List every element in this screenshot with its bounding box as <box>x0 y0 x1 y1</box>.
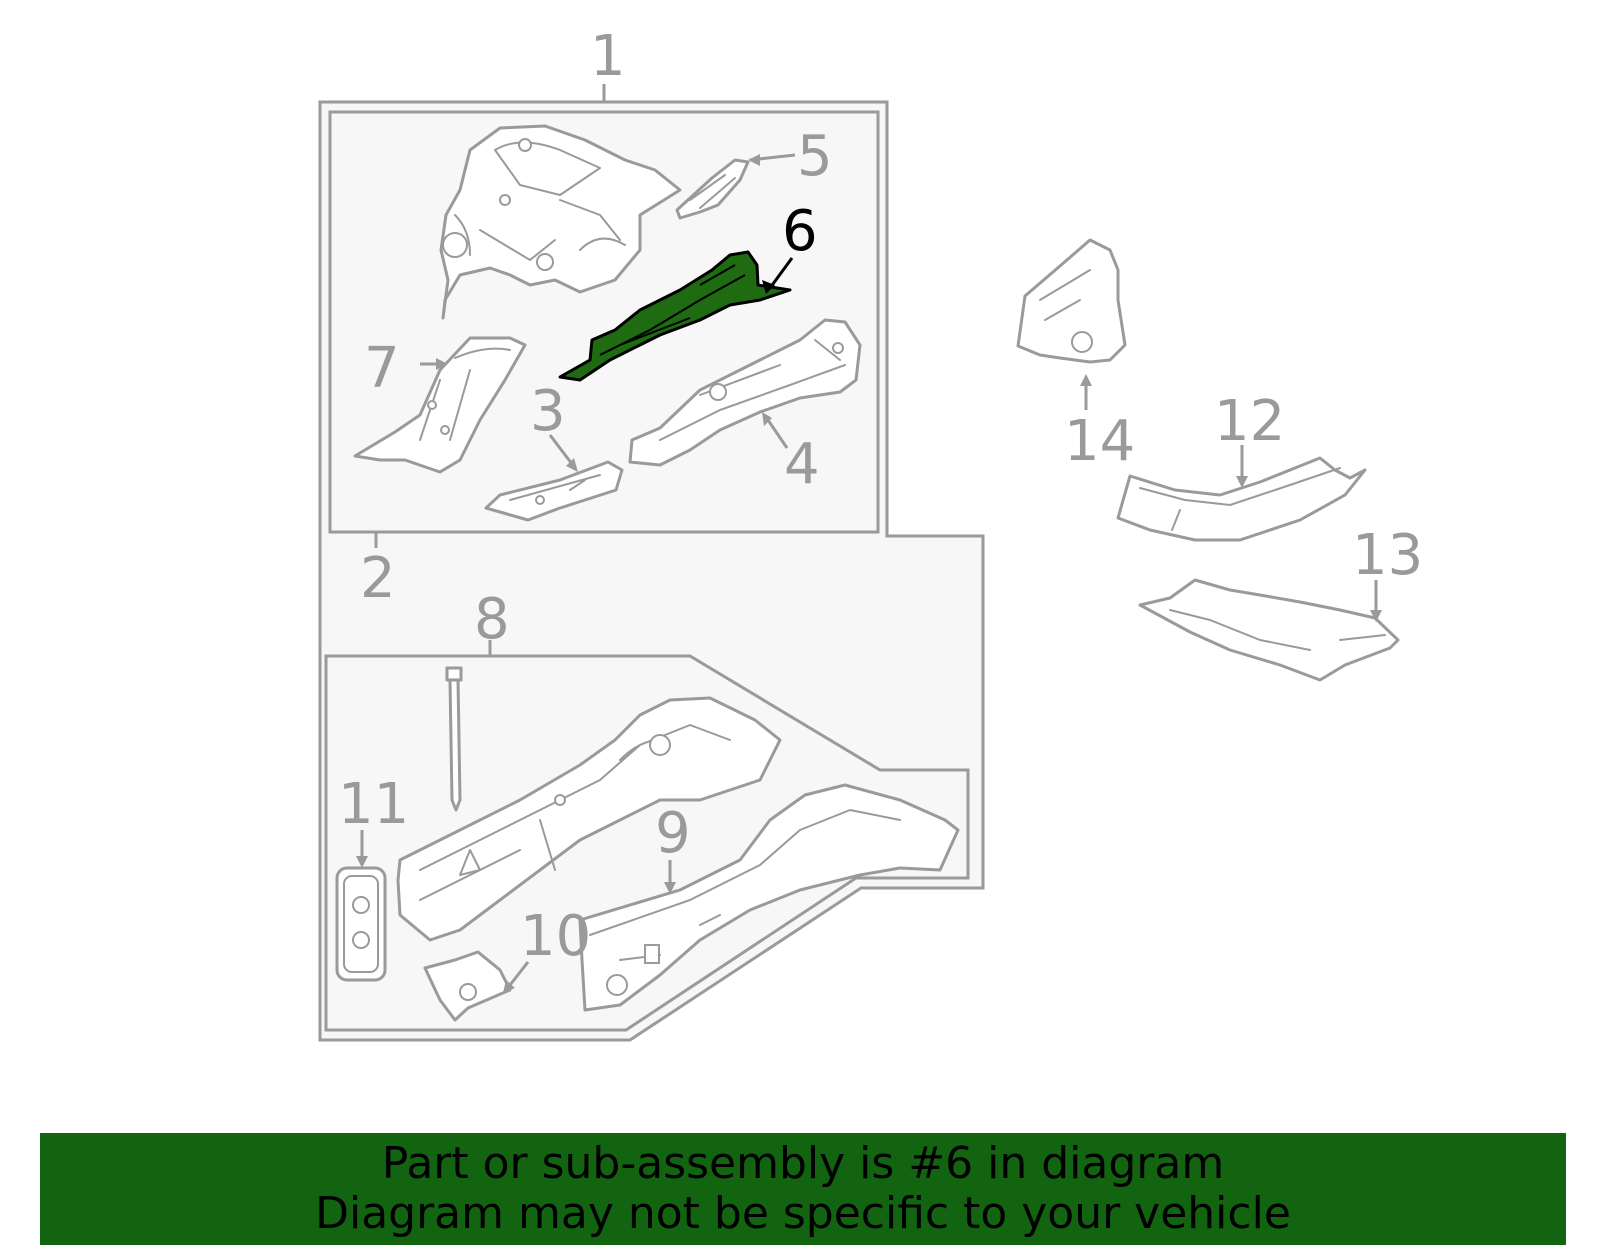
callout-4: 4 <box>784 432 820 497</box>
callout-10: 10 <box>520 904 591 969</box>
arrow-6 <box>762 280 775 294</box>
leader-10 <box>508 961 530 986</box>
part-6-highlighted <box>558 250 792 382</box>
info-banner: Part or sub-assembly is #6 in diagram Di… <box>40 1133 1566 1245</box>
part-12-member <box>1116 456 1367 542</box>
part-8-frame-rail <box>396 696 782 942</box>
leader-3 <box>548 434 574 465</box>
callout-5: 5 <box>797 124 833 189</box>
leader-6 <box>768 257 794 289</box>
part-3-plate <box>484 460 624 522</box>
callout-6: 6 <box>782 199 818 264</box>
part-11-pad <box>335 866 387 982</box>
callout-3: 3 <box>530 379 566 444</box>
part-9-frame-rail <box>578 783 960 1012</box>
part-4-rail <box>628 318 862 467</box>
arrow-4 <box>762 412 772 426</box>
callout-1: 1 <box>590 24 626 89</box>
arrow-9 <box>664 882 676 894</box>
banner-line-disclaimer: Diagram may not be specific to your vehi… <box>315 1188 1291 1239</box>
callout-11: 11 <box>338 772 409 837</box>
part-7-bracket <box>353 336 527 474</box>
callout-14: 14 <box>1064 409 1135 474</box>
part-apron-assembly <box>439 124 682 320</box>
callout-7: 7 <box>364 336 400 401</box>
arrow-13 <box>1370 610 1382 622</box>
callout-13: 13 <box>1352 523 1423 588</box>
banner-line-part-number: Part or sub-assembly is #6 in diagram <box>381 1138 1225 1189</box>
part-8-bolt <box>445 666 463 812</box>
arrow-5 <box>748 154 760 166</box>
callout-8: 8 <box>474 587 510 652</box>
part-5-bracket <box>675 158 750 220</box>
callout-9: 9 <box>655 801 691 866</box>
arrow-7 <box>436 358 448 370</box>
arrow-3 <box>566 458 578 472</box>
leader-4 <box>766 419 789 449</box>
arrow-14 <box>1080 374 1092 386</box>
callout-12: 12 <box>1214 389 1285 454</box>
arrow-11 <box>356 856 368 868</box>
part-14-bracket <box>1016 238 1127 364</box>
arrow-10 <box>503 980 515 993</box>
part-13-member <box>1138 578 1400 682</box>
arrow-12 <box>1236 476 1248 488</box>
callout-2: 2 <box>360 546 396 611</box>
